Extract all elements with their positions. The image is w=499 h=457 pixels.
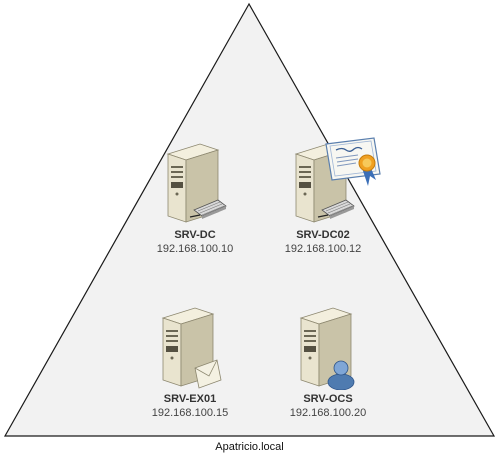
server-srv-ex01[interactable]: SRV-EX01 192.168.100.15 — [130, 302, 250, 420]
server-tower-icon — [299, 307, 355, 390]
server-tower-icon — [161, 307, 222, 389]
domain-label: Apatricio.local — [215, 441, 284, 453]
server-name: SRV-EX01 — [163, 393, 217, 405]
server-ip: 192.168.100.10 — [156, 243, 234, 255]
server-srv-ocs[interactable]: SRV-OCS 192.168.100.20 — [268, 302, 388, 420]
server-name: SRV-DC — [174, 229, 216, 241]
server-srv-dc[interactable]: SRV-DC 192.168.100.10 — [135, 138, 255, 256]
user-icon — [327, 360, 355, 390]
keyboard-icon — [189, 199, 227, 219]
server-tower-icon — [166, 143, 227, 223]
keyboard-icon — [317, 199, 355, 219]
mail-envelope-icon — [194, 359, 222, 389]
server-name: SRV-DC02 — [296, 229, 350, 241]
server-ip: 192.168.100.20 — [289, 407, 367, 419]
certificate-icon — [325, 137, 381, 186]
server-name: SRV-OCS — [303, 393, 353, 405]
server-ip: 192.168.100.12 — [284, 243, 362, 255]
server-ip: 192.168.100.15 — [151, 407, 229, 419]
